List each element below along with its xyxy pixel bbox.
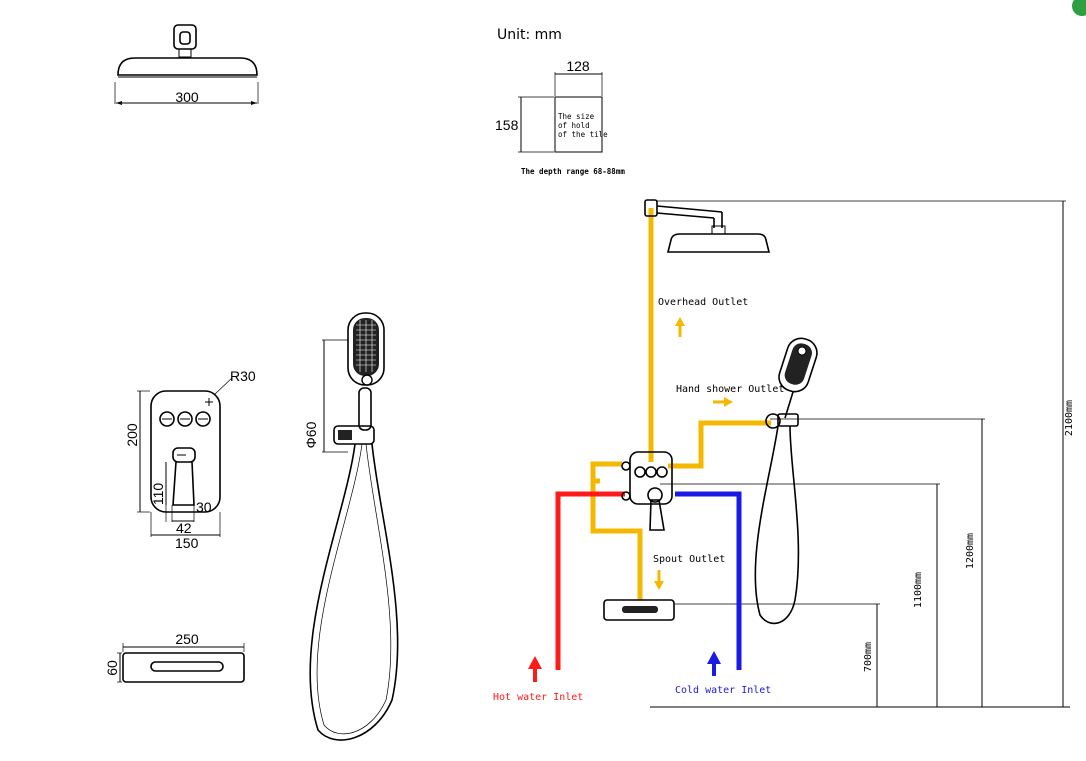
lever-gap-label: 30: [196, 499, 212, 515]
control-panel-drawing: [137, 377, 233, 537]
spout-outlet-label: Spout Outlet: [653, 554, 725, 565]
tile-height-label: 158: [495, 117, 519, 133]
tile-hole-drawing: [518, 72, 603, 153]
installed-mixer-valve: [621, 451, 673, 531]
tile-width-label: 128: [566, 58, 590, 74]
panel-radius-label: R30: [230, 368, 256, 384]
height-1200-label: 1200mm: [965, 533, 976, 569]
hot-water-inlet-label: Hot water Inlet: [493, 692, 583, 703]
tile-note-line-1: The size: [558, 112, 595, 121]
pipe-network: [555, 208, 771, 670]
cold-water-inlet-label: Cold water Inlet: [675, 685, 771, 696]
hand-shower-drawing: [309, 312, 399, 741]
spout-height-label: 60: [104, 660, 120, 676]
height-2100-label: 2100mm: [1064, 400, 1075, 436]
unit-label: Unit: mm: [497, 27, 562, 43]
lever-width-label: 42: [176, 520, 192, 536]
installed-hand-shower: [754, 337, 818, 625]
hand-shower-outlet-label: Hand shower Outlet: [676, 384, 784, 395]
tile-note-line-2: of hold: [558, 121, 590, 130]
holder-diameter-label: Φ60: [303, 421, 319, 448]
overhead-outlet-label: Overhead Outlet: [658, 297, 748, 308]
overhead-shower-drawing: [114, 24, 259, 105]
spout-drawing: [117, 643, 245, 683]
installed-overhead-shower: [644, 199, 771, 253]
panel-height-label: 200: [124, 423, 140, 447]
head-width-label: 300: [175, 89, 199, 105]
panel-width-label: 150: [175, 535, 199, 551]
corner-badge: [1072, 0, 1086, 16]
installation-reference-lines: [650, 200, 1070, 708]
height-1100-label: 1100mm: [913, 572, 924, 608]
flow-arrows: [528, 317, 733, 682]
height-700-label: 700mm: [863, 642, 874, 672]
tile-note-line-3: of the tile: [558, 130, 608, 139]
depth-range-label: The depth range 68-88mm: [521, 167, 625, 176]
spout-width-label: 250: [175, 631, 199, 647]
lever-height-label: 110: [150, 483, 166, 506]
installed-spout: [603, 599, 675, 621]
